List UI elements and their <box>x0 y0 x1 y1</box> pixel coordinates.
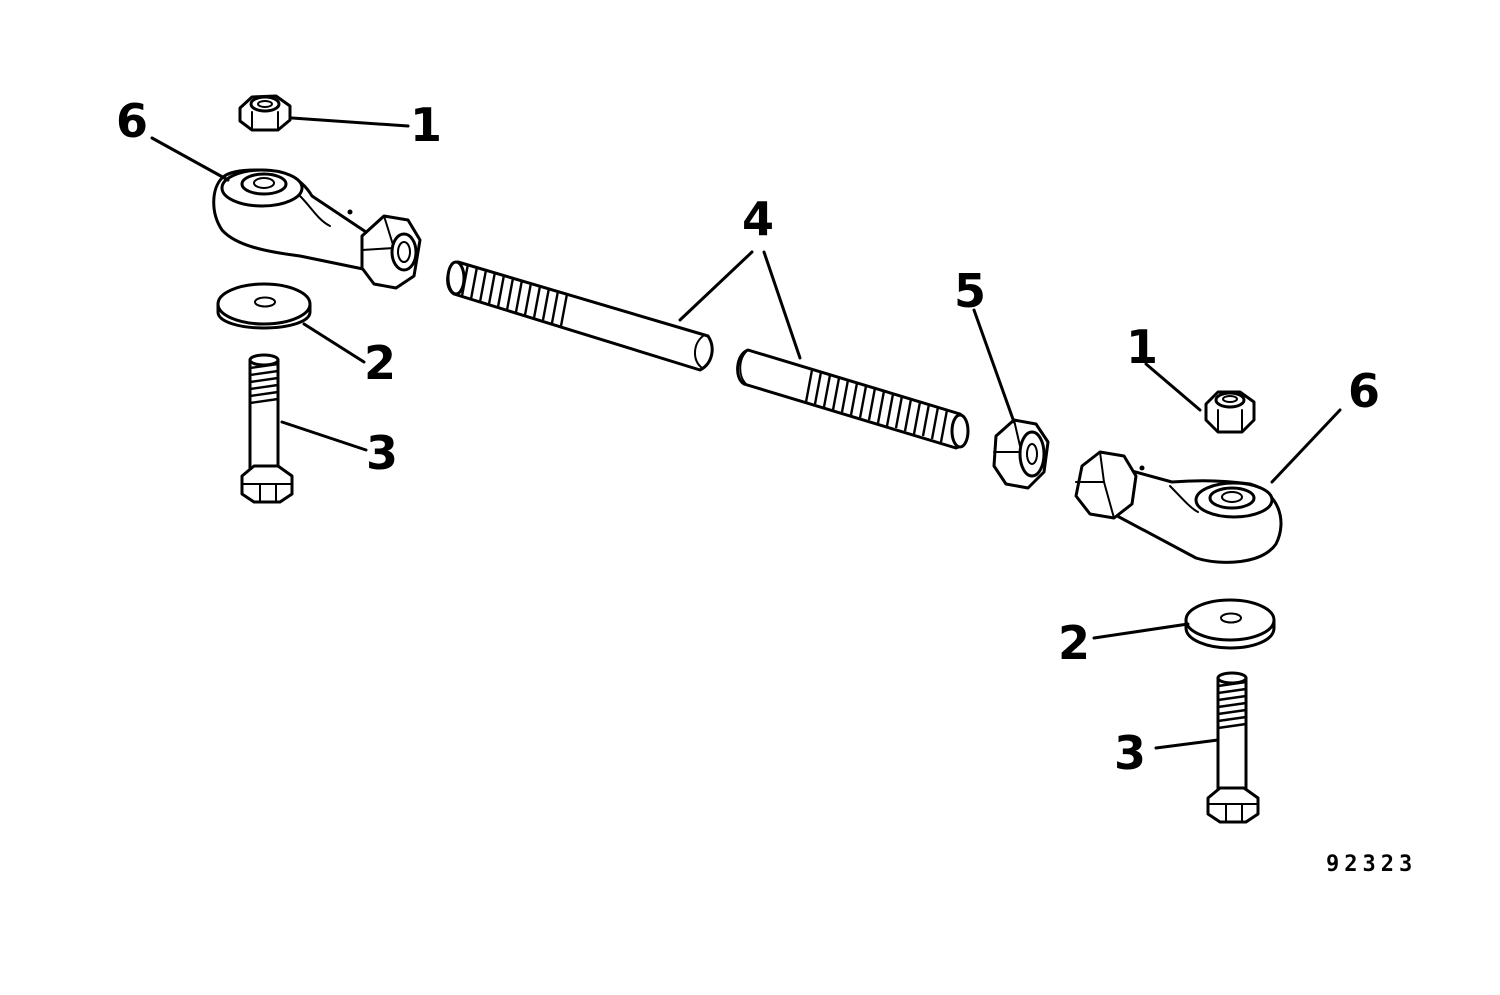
lock-nut-left <box>238 94 292 132</box>
threaded-rod-left-half <box>446 260 714 372</box>
lock-nut-right <box>1204 390 1256 434</box>
callout-4: 4 <box>742 192 775 246</box>
callout-3-left: 3 <box>366 426 399 480</box>
leader-lines <box>150 116 1342 750</box>
callout-2-right: 2 <box>1058 616 1091 670</box>
rod-end-right <box>1074 450 1283 564</box>
figure-number: 92323 <box>1326 852 1418 877</box>
callout-6-right: 6 <box>1348 364 1381 418</box>
jam-nut <box>992 418 1050 490</box>
callout-5: 5 <box>954 264 987 318</box>
callout-1-left: 1 <box>410 98 443 152</box>
bolt-right <box>1206 671 1260 824</box>
callout-3-right: 3 <box>1114 726 1147 780</box>
callout-6-left: 6 <box>116 94 149 148</box>
callout-2-left: 2 <box>364 336 397 390</box>
washer-right <box>1184 598 1276 650</box>
washer-left <box>216 282 312 330</box>
bolt-left <box>240 353 294 504</box>
rod-end-left <box>212 168 422 290</box>
callout-1-right: 1 <box>1126 320 1159 374</box>
threaded-rod-right-half <box>736 348 970 450</box>
